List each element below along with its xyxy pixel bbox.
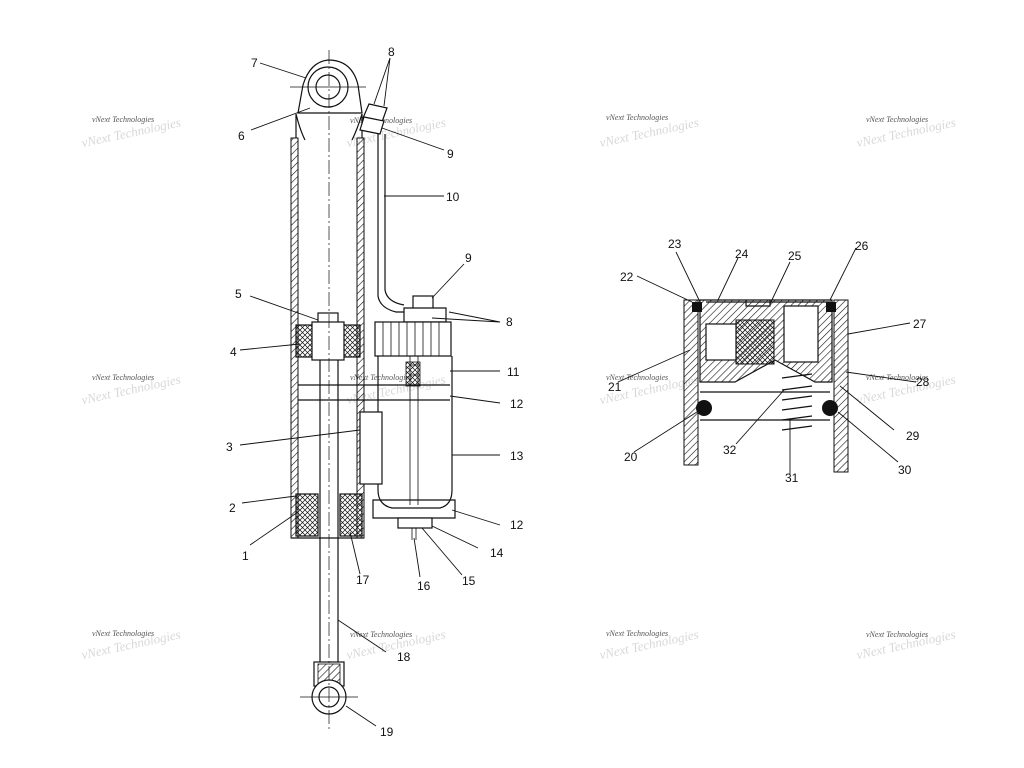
- label-4: 4: [230, 345, 237, 359]
- label-22: 22: [620, 270, 634, 284]
- hose: [377, 134, 405, 313]
- label-9-top: 9: [447, 147, 454, 161]
- label-9-cap: 9: [465, 251, 472, 265]
- reservoir-body: [359, 356, 456, 540]
- label-7: 7: [251, 56, 258, 70]
- label-19: 19: [380, 725, 394, 739]
- watermark: vNext Technologies vNext Technologies: [855, 371, 957, 407]
- svg-text:vNext Technologies: vNext Technologies: [350, 373, 412, 382]
- svg-text:vNext Technologies: vNext Technologies: [606, 373, 668, 382]
- label-25: 25: [788, 249, 802, 263]
- label-2: 2: [229, 501, 236, 515]
- watermark: vNext Technologies vNext Technologies: [80, 371, 182, 407]
- svg-text:vNext Technologies: vNext Technologies: [866, 373, 928, 382]
- svg-text:vNext Technologies: vNext Technologies: [606, 113, 668, 122]
- label-23: 23: [668, 237, 682, 251]
- label-10: 10: [446, 190, 460, 204]
- label-6: 6: [238, 129, 245, 143]
- label-17: 17: [356, 573, 370, 587]
- bridge-plate: [298, 384, 450, 401]
- detail-view-assembly: [683, 299, 849, 473]
- label-12-lower: 12: [510, 518, 524, 532]
- leader-lines: [239, 57, 917, 727]
- svg-text:vNext Technologies: vNext Technologies: [866, 115, 928, 124]
- piston: [295, 312, 361, 361]
- label-28: 28: [916, 375, 930, 389]
- watermark: vNext Technologies vNext Technologies: [345, 626, 447, 662]
- label-27: 27: [913, 317, 927, 331]
- label-5: 5: [235, 287, 242, 301]
- watermark: vNext Technologies vNext Technologies: [855, 626, 957, 662]
- label-30: 30: [898, 463, 912, 477]
- label-13: 13: [510, 449, 524, 463]
- svg-text:vNext Technologies: vNext Technologies: [92, 629, 154, 638]
- label-20: 20: [624, 450, 638, 464]
- label-29: 29: [906, 429, 920, 443]
- label-14: 14: [490, 546, 504, 560]
- seal-stack: [291, 493, 364, 539]
- label-32: 32: [723, 443, 737, 457]
- watermark: vNext Technologies vNext Technologies: [598, 113, 700, 150]
- label-15: 15: [462, 574, 476, 588]
- label-21: 21: [608, 380, 622, 394]
- watermark: vNext Technologies vNext Technologies: [80, 626, 182, 662]
- svg-text:vNext Technologies: vNext Technologies: [606, 629, 668, 638]
- label-31: 31: [785, 471, 799, 485]
- svg-text:vNext Technologies: vNext Technologies: [350, 630, 412, 639]
- reservoir-cap: [374, 295, 452, 357]
- label-3: 3: [226, 440, 233, 454]
- svg-text:vNext Technologies: vNext Technologies: [866, 630, 928, 639]
- top-eyelet: [290, 59, 366, 141]
- label-16: 16: [417, 579, 431, 593]
- watermarks: vNext Technologies vNext Technologies vN…: [80, 113, 957, 662]
- label-24: 24: [735, 247, 749, 261]
- label-18: 18: [397, 650, 411, 664]
- shaft: [319, 360, 339, 665]
- label-1: 1: [242, 549, 249, 563]
- svg-text:vNext Technologies: vNext Technologies: [92, 373, 154, 382]
- label-8-cap: 8: [506, 315, 513, 329]
- part-labels: 1 2 3 4 5 6 7 8 8 9 9 10 11 12 12 13 14 …: [226, 45, 930, 739]
- label-11: 11: [507, 365, 520, 379]
- banjo-fitting-top: [359, 103, 388, 135]
- watermark: vNext Technologies vNext Technologies: [80, 114, 182, 150]
- label-8-top: 8: [388, 45, 395, 59]
- label-12-upper: 12: [510, 397, 524, 411]
- svg-text:vNext Technologies: vNext Technologies: [92, 115, 154, 124]
- label-26: 26: [855, 239, 869, 253]
- watermark: vNext Technologies vNext Technologies: [855, 114, 957, 150]
- watermark: vNext Technologies vNext Technologies: [598, 626, 700, 662]
- main-shock-assembly: [290, 50, 456, 732]
